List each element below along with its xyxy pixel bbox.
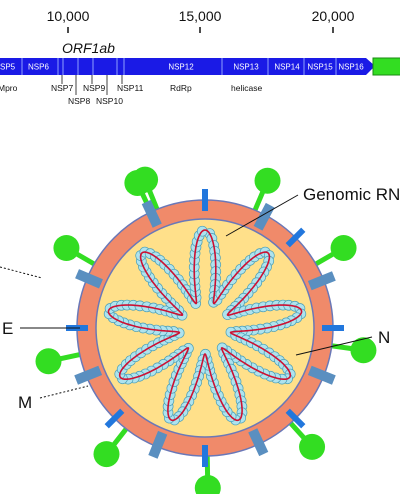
helicase-label: helicase <box>231 83 262 93</box>
nsp11-label: NSP11 <box>117 83 144 93</box>
nsp14-label: NSP14 <box>274 63 300 72</box>
next-gene-bar <box>372 57 400 76</box>
rdrp-label: RdRp <box>170 83 192 93</box>
spike-head <box>330 235 357 261</box>
m-protein-label: M <box>18 393 32 412</box>
spike-head <box>299 433 326 460</box>
e-protein <box>285 227 306 248</box>
tick-label-10000: 10,000 <box>47 8 90 24</box>
spike-stalk <box>110 424 131 448</box>
domain-separators <box>21 58 337 75</box>
spike-stalk <box>73 250 98 268</box>
m-protein <box>74 365 103 385</box>
spike-stalk <box>251 188 266 214</box>
e-protein <box>322 325 344 331</box>
m-protein <box>307 271 336 291</box>
orf1ab-bar <box>0 58 375 75</box>
nsp16-label: NSP16 <box>338 63 364 72</box>
mpro-label: Mpro <box>0 83 18 93</box>
tick-label-20000: 20,000 <box>312 8 355 24</box>
m-protein-leader <box>39 385 89 399</box>
genomic-rna-leader <box>225 194 299 237</box>
nsp8-label: NSP8 <box>68 96 90 106</box>
spike-head <box>35 348 62 375</box>
m-protein <box>148 430 168 459</box>
nsp15-label: NSP15 <box>307 63 333 72</box>
genome-map: 10,000 15,000 20,000 ORF1ab SP5 NSP6 NSP… <box>0 8 400 106</box>
n-protein-label: N <box>378 328 390 347</box>
nsp9-label: NSP9 <box>83 83 105 93</box>
callouts: Genomic RNA N E M <box>0 185 400 412</box>
nsp-leader-lines <box>61 75 123 95</box>
m-proteins <box>74 199 336 459</box>
m-protein <box>248 428 269 457</box>
virion <box>35 166 377 494</box>
nsp6-label: NSP6 <box>28 63 49 72</box>
tick-label-15000: 15,000 <box>179 8 222 24</box>
m-protein <box>253 202 275 231</box>
spike-leader <box>0 266 43 279</box>
nsp7-label: NSP7 <box>51 83 73 93</box>
e-protein <box>202 189 208 211</box>
genomic-rna-strand <box>107 229 303 422</box>
nsp10-label: NSP10 <box>96 96 123 106</box>
spike-head <box>53 235 80 261</box>
m-protein <box>75 269 103 289</box>
genomic-rna-label: Genomic RNA <box>303 185 400 204</box>
nsp13-label: NSP13 <box>233 63 259 72</box>
nsp5-label: SP5 <box>0 63 16 72</box>
e-protein <box>104 408 125 429</box>
spike-head <box>350 337 377 364</box>
spike-proteins <box>35 166 377 494</box>
nsp12-label: NSP12 <box>168 63 194 72</box>
spike-stalk <box>146 187 161 214</box>
spike-head <box>254 167 281 194</box>
e-protein <box>202 445 208 467</box>
gene-title-orf1ab: ORF1ab <box>62 40 115 56</box>
spike-stalk <box>57 351 84 362</box>
spike-stalk <box>286 419 308 442</box>
spike-head <box>132 166 159 193</box>
m-protein <box>307 365 336 385</box>
e-protein <box>285 408 306 429</box>
spike-head <box>194 474 221 494</box>
e-protein-label: E <box>2 319 13 338</box>
n-protein-leader <box>295 336 373 356</box>
spike-head <box>93 441 120 468</box>
m-protein <box>141 199 162 228</box>
spike-stalk <box>312 250 337 268</box>
